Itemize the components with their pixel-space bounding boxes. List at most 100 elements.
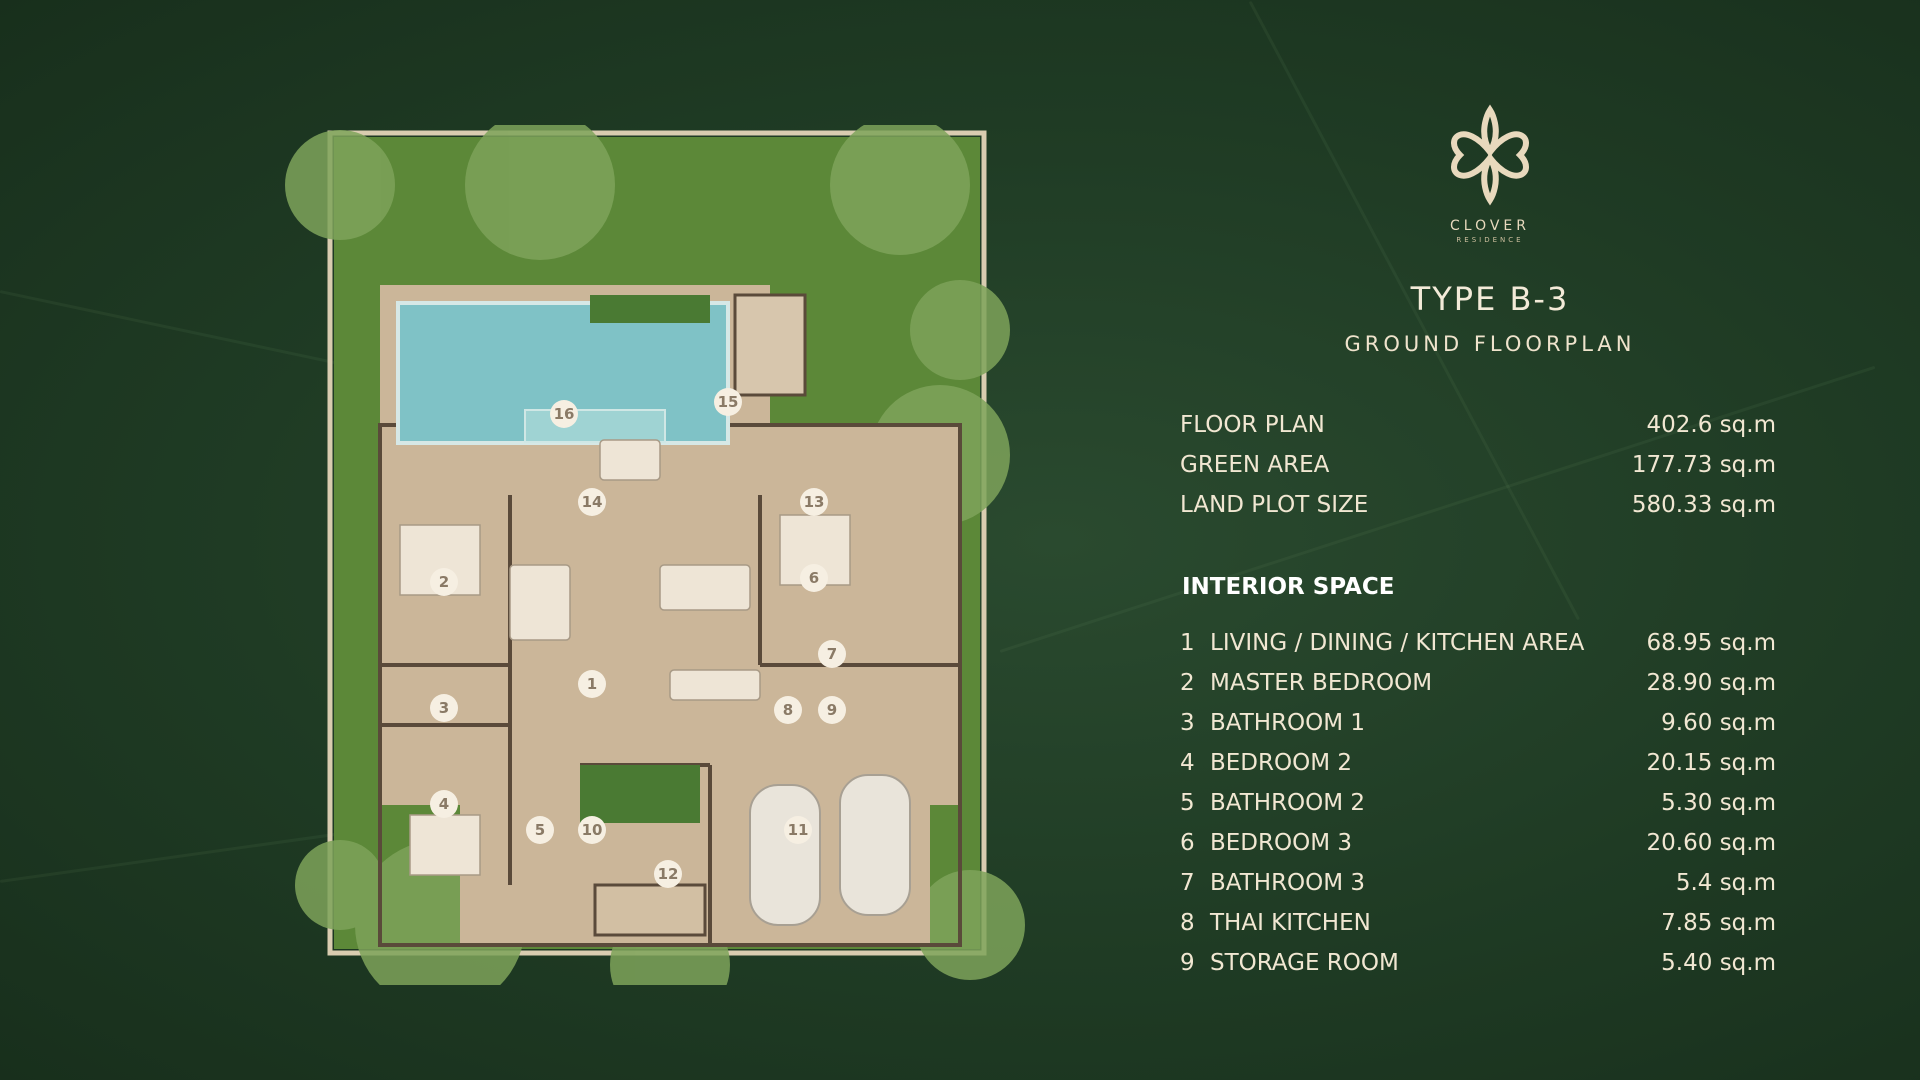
room-number: 2: [1180, 670, 1195, 696]
room-row: 2 MASTER BEDROOM 28.90 sq.m: [1180, 670, 1776, 710]
brand-logo: CLOVER RESIDENCE: [1430, 100, 1550, 244]
room-marker-4: 4: [430, 790, 458, 818]
room-marker-6: 6: [800, 564, 828, 592]
room-name: THAI KITCHEN: [1210, 910, 1371, 936]
room-number: 7: [1180, 870, 1195, 896]
room-marker-16: 16: [550, 400, 578, 428]
room-row: 5 BATHROOM 2 5.30 sq.m: [1180, 790, 1776, 830]
room-marker-circle: [430, 790, 458, 818]
room-marker-13: 13: [800, 488, 828, 516]
room-number: 3: [1180, 710, 1195, 736]
summary-value: 402.6 sq.m: [1646, 412, 1776, 438]
room-area: 20.60 sq.m: [1646, 830, 1776, 856]
room-marker-circle: [578, 816, 606, 844]
pool-steps: [524, 409, 666, 443]
room-marker-number: 16: [554, 405, 575, 423]
summary-label: LAND PLOT SIZE: [1180, 492, 1369, 518]
room-marker-number: 14: [582, 493, 603, 511]
room-area: 9.60 sq.m: [1661, 710, 1776, 736]
room-name: BATHROOM 3: [1210, 870, 1366, 896]
brand-name: CLOVER: [1450, 218, 1530, 234]
room-marker-number: 1: [587, 675, 597, 693]
room-marker-8: 8: [774, 696, 802, 724]
room-area: 5.30 sq.m: [1661, 790, 1776, 816]
page-title: TYPE B-3: [1410, 280, 1570, 318]
summary-value: 177.73 sq.m: [1631, 452, 1776, 478]
room-number: 5: [1180, 790, 1195, 816]
planter-top: [590, 295, 710, 323]
planter-court: [580, 765, 700, 823]
sala: [733, 293, 807, 397]
summary-table: FLOOR PLAN 402.6 sq.m GREEN AREA 177.73 …: [1180, 412, 1776, 532]
room-marker-circle: [526, 816, 554, 844]
room-marker-number: 5: [535, 821, 545, 839]
room-marker-9: 9: [818, 696, 846, 724]
summary-row-green-area: GREEN AREA 177.73 sq.m: [1180, 452, 1776, 492]
room-marker-number: 6: [809, 569, 819, 587]
room-marker-number: 3: [439, 699, 449, 717]
clover-icon: [1451, 104, 1529, 206]
room-number: 8: [1180, 910, 1195, 936]
room-name: STORAGE ROOM: [1210, 950, 1399, 976]
room-marker-14: 14: [578, 488, 606, 516]
room-marker-number: 15: [718, 393, 739, 411]
room-name: BATHROOM 2: [1210, 790, 1366, 816]
room-marker-1: 1: [578, 670, 606, 698]
room-row: 6 BEDROOM 3 20.60 sq.m: [1180, 830, 1776, 870]
room-marker-circle: [550, 400, 578, 428]
room-area: 28.90 sq.m: [1646, 670, 1776, 696]
room-marker-11: 11: [784, 816, 812, 844]
room-row: 8 THAI KITCHEN 7.85 sq.m: [1180, 910, 1776, 950]
room-marker-circle: [714, 388, 742, 416]
room-name-cell: 4 BEDROOM 2: [1180, 750, 1352, 776]
room-marker-5: 5: [526, 816, 554, 844]
room-marker-circle: [578, 670, 606, 698]
room-marker-15: 15: [714, 388, 742, 416]
room-marker-circle: [818, 640, 846, 668]
room-marker-circle: [654, 860, 682, 888]
room-marker-circle: [430, 694, 458, 722]
room-marker-circle: [578, 488, 606, 516]
room-name-cell: 7 BATHROOM 3: [1180, 870, 1365, 896]
room-area: 7.85 sq.m: [1661, 910, 1776, 936]
room-marker-number: 11: [788, 821, 809, 839]
page-subtitle: GROUND FLOORPLAN: [1344, 332, 1636, 356]
room-name: BEDROOM 3: [1210, 830, 1352, 856]
summary-label: FLOOR PLAN: [1180, 412, 1325, 438]
room-marker-number: 2: [439, 573, 449, 591]
room-marker-number: 8: [783, 701, 793, 719]
deck-12: [593, 883, 707, 937]
room-marker-circle: [818, 696, 846, 724]
summary-label: GREEN AREA: [1180, 452, 1330, 478]
room-name: LIVING / DINING / KITCHEN AREA: [1210, 630, 1585, 656]
interior-space-heading: INTERIOR SPACE: [1182, 574, 1395, 600]
brand-tagline: RESIDENCE: [1456, 236, 1524, 244]
room-number: 6: [1180, 830, 1195, 856]
room-name-cell: 2 MASTER BEDROOM: [1180, 670, 1432, 696]
room-marker-2: 2: [430, 568, 458, 596]
summary-row-floor-plan: FLOOR PLAN 402.6 sq.m: [1180, 412, 1776, 452]
info-panel: CLOVER RESIDENCE TYPE B-3 GROUND FLOORPL…: [1170, 0, 1776, 1080]
room-marker-number: 13: [804, 493, 825, 511]
room-name: MASTER BEDROOM: [1210, 670, 1433, 696]
room-name: BEDROOM 2: [1210, 750, 1352, 776]
room-marker-number: 4: [439, 795, 449, 813]
room-marker-circle: [800, 564, 828, 592]
room-marker-circle: [784, 816, 812, 844]
room-area: 20.15 sq.m: [1646, 750, 1776, 776]
room-marker-circle: [430, 568, 458, 596]
room-number: 4: [1180, 750, 1195, 776]
room-marker-7: 7: [818, 640, 846, 668]
room-marker-number: 9: [827, 701, 837, 719]
room-marker-3: 3: [430, 694, 458, 722]
room-name-cell: 8 THAI KITCHEN: [1180, 910, 1371, 936]
